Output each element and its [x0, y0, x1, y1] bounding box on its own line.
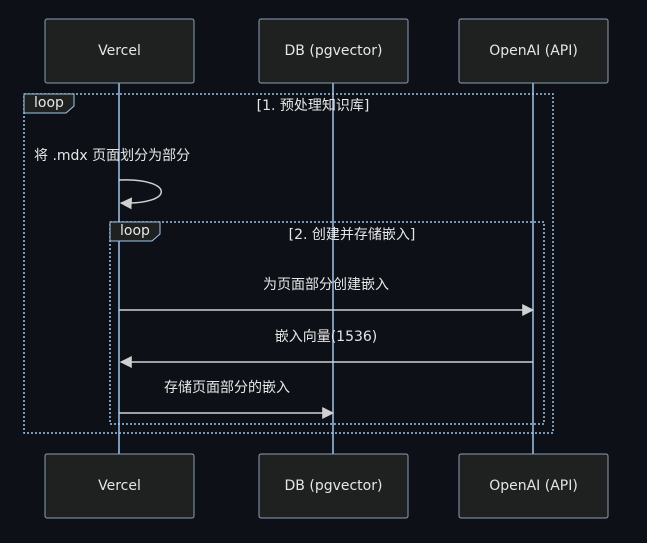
- actor-top-db: DB (pgvector): [258, 18, 409, 84]
- actor-label: DB (pgvector): [285, 478, 383, 494]
- actor-label: Vercel: [98, 478, 141, 494]
- actor-label: DB (pgvector): [285, 43, 383, 59]
- actor-label: OpenAI (API): [489, 43, 578, 59]
- actor-top-vercel: Vercel: [44, 18, 195, 84]
- actor-bottom-openai: OpenAI (API): [458, 453, 609, 519]
- message-label-embedding-vector: 嵌入向量(1536): [275, 329, 378, 345]
- loop-frame-outer: loop [1. 预处理知识库]: [23, 93, 554, 434]
- message-create-embeddings: 为页面部分创建嵌入: [119, 277, 535, 316]
- message-arrow-split: [118, 179, 162, 210]
- message-store-embeddings: 存储页面部分的嵌入: [119, 380, 335, 419]
- loop-label-inner: loop: [120, 223, 150, 239]
- loop-tab-outer: [23, 93, 75, 114]
- message-label-split: 将 .mdx 页面划分为部分: [34, 148, 190, 164]
- actor-top-openai: OpenAI (API): [458, 18, 609, 84]
- loop-tab-inner: [109, 221, 161, 242]
- loop-condition-inner: [2. 创建并存储嵌入]: [289, 227, 416, 243]
- message-embedding-vector: 嵌入向量(1536): [119, 329, 533, 368]
- actor-bottom-db: DB (pgvector): [258, 453, 409, 519]
- message-label-create-embeddings: 为页面部分创建嵌入: [263, 277, 389, 293]
- loop-label-outer: loop: [34, 95, 64, 111]
- actor-label: Vercel: [98, 43, 141, 59]
- loop-frame-inner: loop [2. 创建并存储嵌入]: [109, 221, 545, 425]
- actor-label: OpenAI (API): [489, 478, 578, 494]
- loop-condition-outer: [1. 预处理知识库]: [257, 97, 370, 114]
- message-self-split: 将 .mdx 页面划分为部分: [34, 148, 190, 210]
- message-label-store-embeddings: 存储页面部分的嵌入: [164, 380, 290, 396]
- actor-bottom-vercel: Vercel: [44, 453, 195, 519]
